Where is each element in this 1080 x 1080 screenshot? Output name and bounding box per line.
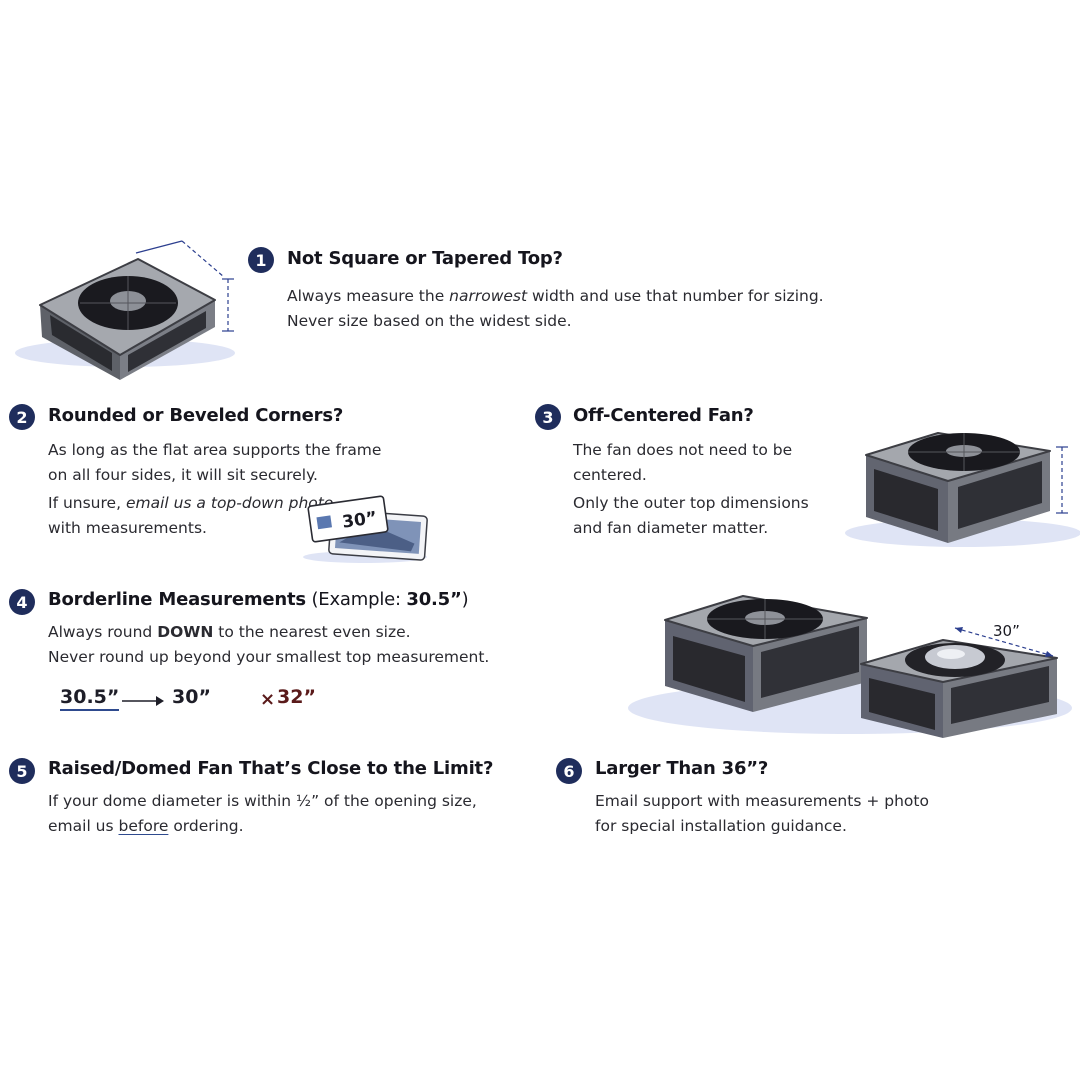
section-1-number: 1	[248, 247, 274, 273]
section-2-title: Rounded or Beveled Corners?	[48, 405, 344, 426]
section-5-body: If your dome diameter is within ½” of th…	[48, 792, 477, 835]
section-6-title: Larger Than 36”?	[595, 758, 769, 779]
example-wrong-mark: ×	[260, 689, 276, 710]
photo-card-label: 30”	[341, 508, 378, 533]
section-5-title: Raised/Domed Fan That’s Close to the Lim…	[48, 758, 494, 779]
section-5-number: 5	[9, 758, 35, 784]
photo-card-icon: 30”	[303, 495, 428, 563]
arrow-right-icon	[122, 696, 164, 706]
example-measured-value: 30.5”	[60, 686, 120, 711]
section-3-body: The fan does not need to be centered. On…	[573, 441, 809, 537]
dimension-label: 30”	[993, 622, 1020, 640]
section-2-body: As long as the flat area supports the fr…	[48, 441, 382, 537]
ac-units-comparison-illustration: 30”	[628, 595, 1072, 738]
section-4-number: 4	[9, 589, 35, 615]
example-wrong-value: 32”	[277, 686, 316, 708]
section-6-number: 6	[556, 758, 582, 784]
section-3-number: 3	[535, 404, 561, 430]
section-1-body: Always measure the narrowest width and u…	[287, 287, 824, 330]
example-rounded-value: 30”	[172, 686, 211, 708]
section-6-body: Email support with measurements + photo …	[595, 792, 929, 835]
section-4-title: Borderline Measurements (Example: 30.5”)	[48, 589, 469, 610]
section-2-number: 2	[9, 404, 35, 430]
section-3-title: Off-Centered Fan?	[573, 405, 754, 426]
ac-unit-illustration-3	[845, 432, 1080, 547]
ac-unit-illustration-1	[15, 240, 235, 380]
section-1-title: Not Square or Tapered Top?	[287, 248, 563, 269]
section-4-body: Always round DOWN to the nearest even si…	[48, 623, 490, 666]
